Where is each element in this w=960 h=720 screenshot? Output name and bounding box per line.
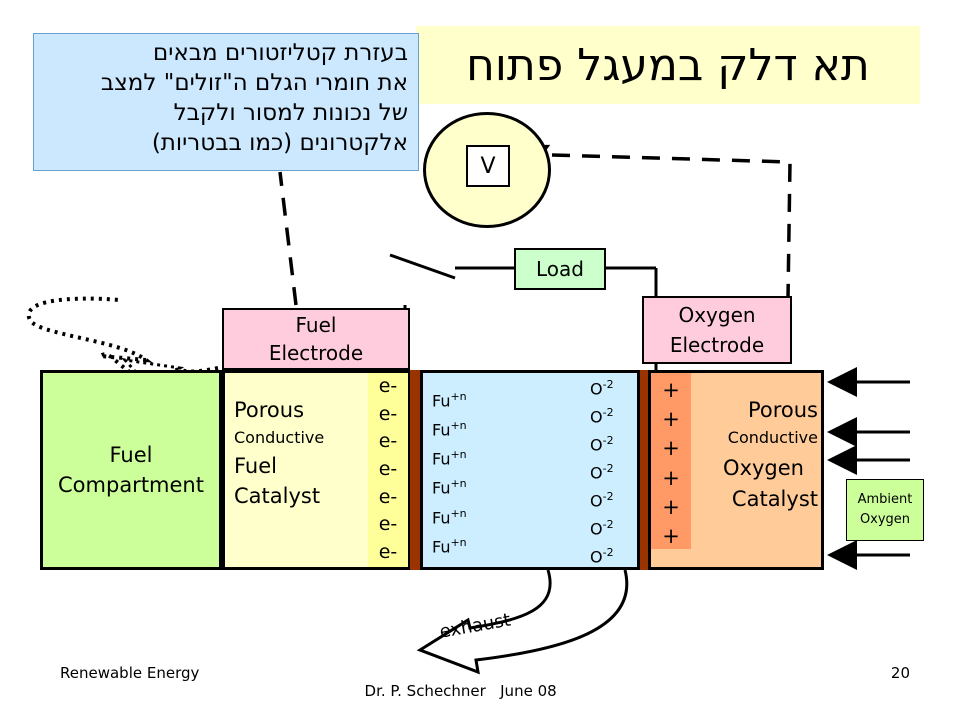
electron-7: e- — [378, 540, 398, 563]
electron-2: e- — [378, 402, 398, 425]
oxygen-ion-5: O-2 — [590, 489, 614, 511]
ambient-oxygen-box: Ambient Oxygen — [846, 479, 924, 541]
fuel-ion-2: Fu+n — [432, 419, 467, 440]
positive-charge-5: + — [662, 494, 680, 519]
oxygen-catalyst-line-1: Porous — [747, 398, 818, 422]
fuel-catalyst-line-1: Porous — [234, 398, 305, 422]
fuel-catalyst-text: Porous Conductive Fuel Catalyst — [234, 395, 364, 525]
fuel-ion-6: Fu+n — [432, 535, 467, 556]
footer-course: Renewable Energy — [60, 664, 200, 682]
electron-3: e- — [378, 430, 398, 453]
fuel-electrode-line-2: Electrode — [268, 341, 364, 365]
oxygen-catalyst-line-2: Conductive — [727, 428, 818, 447]
fuel-compartment-line-1: Fuel — [109, 443, 153, 467]
load-box: Load — [514, 248, 606, 290]
electron-1: e- — [378, 375, 398, 397]
load-label: Load — [536, 257, 584, 281]
positive-band: + + + + + + — [651, 373, 691, 549]
oxygen-catalyst-line-4: Catalyst — [731, 487, 818, 511]
note-line-2: את חומרי הגלם ה"זולים" למצב — [100, 70, 408, 96]
fuel-electrode-line-1: Fuel — [295, 313, 337, 337]
positive-charge-1: + — [662, 378, 680, 402]
electron-4: e- — [378, 457, 398, 480]
note-line-4: אלקטרונים (כמו בבטריות) — [151, 130, 408, 156]
electron-5: e- — [378, 485, 398, 508]
electron-6: e- — [378, 513, 398, 536]
oxygen-ion-4: O-2 — [590, 461, 614, 483]
fuel-catalyst-line-2: Conductive — [234, 428, 325, 447]
oxygen-ion-6: O-2 — [590, 517, 614, 539]
fuel-inlet-arrow — [26, 296, 219, 388]
page-number: 20 — [890, 664, 910, 682]
oxygen-electrode-line-1: Oxygen — [678, 303, 756, 327]
fuel-ion-1: Fu+n — [432, 390, 467, 411]
fuel-catalyst-line-4: Catalyst — [234, 484, 321, 508]
fuel-ion-5: Fu+n — [432, 506, 467, 527]
oxygen-ion-3: O-2 — [590, 433, 614, 455]
oxygen-ion-7: O-2 — [590, 545, 614, 566]
ambient-line-2: Oxygen — [859, 512, 911, 527]
oxygen-ion-1: O-2 — [590, 378, 614, 399]
fuel-catalyst-line-3: Fuel — [234, 454, 277, 478]
electrolyte — [420, 370, 640, 570]
slide-title: תא דלק במעגל פתוח — [466, 39, 870, 91]
note-line-3: של נכונות למסור ולקבל — [173, 100, 408, 126]
exhaust-arrow — [416, 569, 629, 675]
oxygen-electrode-label: Oxygen Electrode — [642, 296, 792, 364]
voltmeter-label: V — [480, 153, 496, 179]
positive-charge-2: + — [662, 407, 680, 432]
fuel-compartment-line-2: Compartment — [58, 473, 204, 497]
oxygen-catalyst-line-3: Oxygen — [723, 456, 804, 480]
footer-right: 20 — [860, 664, 910, 686]
fuel-ion-column: Fu+n Fu+n Fu+n Fu+n Fu+n Fu+n — [432, 386, 502, 558]
fuel-ion-4: Fu+n — [432, 477, 467, 498]
oxygen-ion-2: O-2 — [590, 405, 614, 427]
slide-title-box: תא דלק במעגל פתוח — [416, 26, 920, 104]
footer-author: Dr. P. Schechner June 08 — [364, 682, 557, 700]
note-line-1: בעזרת קטליזטורים מבאים — [152, 40, 408, 66]
voltmeter-label-box: V — [466, 145, 510, 187]
oxygen-electrode-plate — [640, 370, 650, 570]
voltmeter-wire-left — [278, 171, 298, 306]
positive-charge-6: + — [662, 523, 680, 548]
footer-left: Renewable Energy — [60, 664, 280, 686]
catalyst-note: בעזרת קטליזטורים מבאים את חומרי הגלם ה"ז… — [33, 33, 419, 171]
electron-band: e- e- e- e- e- e- e- — [368, 373, 408, 567]
fuel-electrode-label: Fuel Electrode — [222, 308, 410, 370]
positive-charge-4: + — [662, 465, 680, 490]
footer-center: Dr. P. Schechner June 08 — [355, 664, 615, 700]
oxygen-ion-column: O-2 O-2 O-2 O-2 O-2 O-2 O-2 — [590, 374, 634, 568]
positive-charge-3: + — [662, 436, 680, 461]
fuel-ion-3: Fu+n — [432, 448, 467, 469]
oxygen-catalyst-text: Porous Conductive Oxygen Catalyst — [694, 396, 818, 526]
fuel-compartment: Fuel Compartment — [40, 370, 222, 570]
oxygen-electrode-line-2: Electrode — [669, 333, 765, 357]
fuel-electrode-plate — [410, 370, 420, 570]
ambient-line-1: Ambient — [857, 492, 913, 507]
fuel-inlet-arrowhead — [121, 357, 185, 390]
switch-blade — [389, 253, 456, 280]
